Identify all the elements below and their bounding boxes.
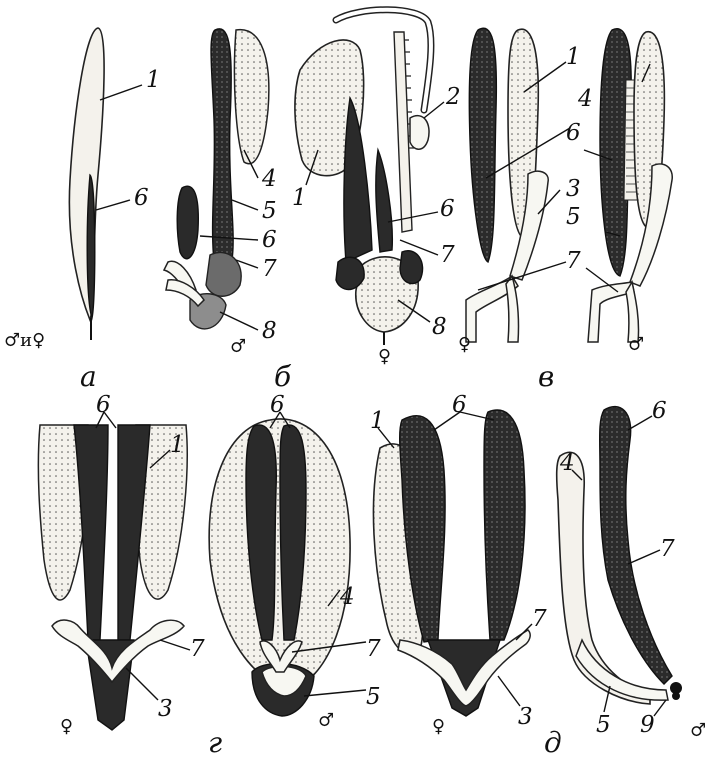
label-2-bf: 2 xyxy=(445,84,461,110)
label-1-bf: 1 xyxy=(292,185,307,211)
panel-letter-d: д xyxy=(544,726,562,759)
sex-bf: ♀ xyxy=(378,346,391,367)
label-6-v: 6 xyxy=(566,120,581,146)
label-6-a: 6 xyxy=(134,185,149,211)
label-3-v: 3 xyxy=(566,176,581,202)
panel-letter-v: в xyxy=(538,360,554,393)
sex-vf: ♀ xyxy=(458,334,471,355)
panel-b-female xyxy=(295,10,444,345)
sex-dm: ♂ xyxy=(690,720,706,741)
label-7-g1: 7 xyxy=(190,636,205,662)
gland-b xyxy=(177,186,198,259)
testis-column-b xyxy=(211,29,233,262)
gonad-1-a xyxy=(69,28,104,320)
panel-letter-a: а xyxy=(80,360,97,393)
label-4-bm: 4 xyxy=(261,166,277,192)
testis-6-g3-right xyxy=(484,410,525,640)
label-6-d: 6 xyxy=(652,398,667,424)
label-5-v: 5 xyxy=(566,204,581,230)
label-1-g3: 1 xyxy=(370,408,385,434)
label-6-bf: 6 xyxy=(440,196,455,222)
dark-wedge-b xyxy=(344,98,372,262)
panel-letter-b: б xyxy=(274,360,292,393)
label-7-g3: 7 xyxy=(532,606,547,632)
bulb-b xyxy=(206,252,241,296)
label-4-g2: 4 xyxy=(339,584,355,610)
panel-g-female-2 xyxy=(373,410,532,716)
label-3-g3: 3 xyxy=(518,704,533,730)
sex-gf2: ♀ xyxy=(432,716,445,737)
label-7-g2: 7 xyxy=(366,636,381,662)
spermatheca-b xyxy=(410,116,429,150)
panel-v-female xyxy=(466,28,570,342)
sex-gm: ♂ xyxy=(318,710,334,731)
label-5-bm: 5 xyxy=(262,198,277,224)
panel-v-male xyxy=(584,29,672,342)
duct-6-a xyxy=(87,175,95,318)
label-7-bf: 7 xyxy=(440,242,455,268)
panel-b-male xyxy=(164,29,269,330)
label-4-v: 4 xyxy=(577,86,593,112)
label-6-g2: 6 xyxy=(270,392,285,418)
sex-bm: ♂ xyxy=(230,336,246,357)
label-1-g1: 1 xyxy=(170,432,185,458)
label-7-d: 7 xyxy=(660,536,675,562)
testis-6-v1 xyxy=(469,28,496,262)
panel-letter-g: г xyxy=(208,726,222,759)
label-7-bm: 7 xyxy=(262,256,277,282)
label-6-g1: 6 xyxy=(96,392,111,418)
sex-vm: ♂ xyxy=(628,334,644,355)
label-1-v: 1 xyxy=(566,44,581,70)
label-1-a: 1 xyxy=(146,67,161,93)
label-3-g1: 3 xyxy=(158,696,173,722)
sex-gf1: ♀ xyxy=(60,716,73,737)
label-6-g3: 6 xyxy=(452,392,467,418)
label-7-v: 7 xyxy=(566,248,581,274)
label-5-d: 5 xyxy=(596,712,611,738)
ovary-4-b xyxy=(234,30,268,164)
label-9-d: 9 xyxy=(640,712,655,738)
label-8-bm: 8 xyxy=(262,318,277,344)
sex-a: ♂и♀ xyxy=(4,330,45,351)
label-6-bm: 6 xyxy=(262,227,277,253)
panel-g-female-1 xyxy=(38,412,190,730)
panel-a xyxy=(69,28,142,340)
label-4-d: 4 xyxy=(559,450,575,476)
label-5-g2: 5 xyxy=(366,684,381,710)
panel-g-male xyxy=(209,412,366,716)
label-8-bf: 8 xyxy=(432,314,447,340)
